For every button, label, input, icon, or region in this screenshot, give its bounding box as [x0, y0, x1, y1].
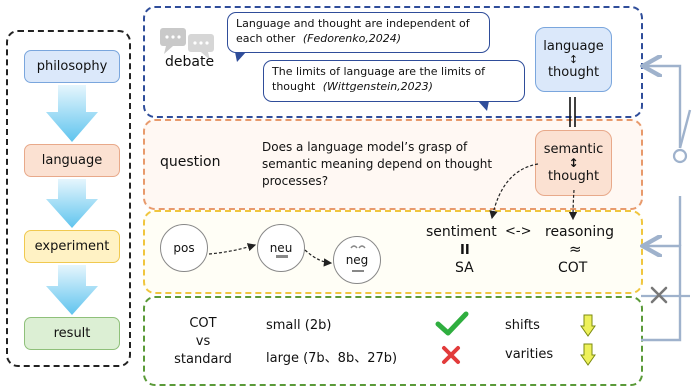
flow-arrow-2: [46, 179, 98, 228]
quote-1-citation: (Fedorenko,2024): [302, 32, 402, 45]
question-label: question: [160, 154, 221, 170]
neutral-mouth-icon: [276, 255, 288, 258]
language-thought-box: language ↕ thought: [535, 27, 612, 92]
link-arrow: <->: [505, 224, 532, 239]
stage-experiment: experiment: [24, 230, 120, 263]
compare-standard: standard: [174, 352, 232, 367]
pos-label: pos: [173, 241, 195, 255]
blocked-cross-icon: [650, 286, 668, 304]
compare-cot: COT: [189, 316, 217, 331]
pos-neu-arrow: [208, 243, 257, 255]
stage-result: result: [24, 317, 120, 350]
quote-bubble-1: Language and thought are independent of …: [227, 12, 490, 53]
neu-neg-arrow: [304, 249, 333, 267]
down-arrow-icon-1: [580, 314, 596, 337]
approx-sign: ≈: [569, 240, 582, 258]
flow-panel: [6, 30, 131, 367]
sentiment-label: sentiment: [426, 224, 497, 240]
quote-bubble-2: The limits of language are the limits of…: [263, 60, 525, 102]
quote-1-text: Language and thought are independent of …: [236, 17, 470, 45]
debate-label: debate: [165, 54, 215, 70]
result-to-debate-line: [645, 66, 682, 246]
compare-vs: vs: [195, 334, 211, 349]
question-text: Does a language model’s grasp of semanti…: [262, 140, 493, 188]
st-top: semantic: [543, 142, 604, 157]
quote-2-tail: [478, 101, 489, 111]
double-bar-link: [569, 97, 576, 127]
reasoning-label: reasoning: [545, 224, 615, 240]
semantic-to-sentiment: [489, 163, 539, 220]
sad-eyes-icon: [350, 245, 366, 249]
pos-circle: pos: [160, 224, 208, 272]
varities-label: varities: [505, 347, 554, 362]
quote-2-text: The limits of language are the limits of…: [272, 65, 486, 93]
cross-icon: [442, 346, 460, 364]
semantic-thought-box: semantic ↕ thought: [535, 130, 612, 196]
neu-label: neu: [269, 241, 293, 255]
flow-arrow-1: [46, 85, 98, 142]
result-to-experiment-line: [641, 246, 682, 342]
shifts-label: shifts: [505, 318, 540, 333]
neu-circle: neu: [257, 224, 305, 272]
neg-circle: neg: [333, 236, 381, 284]
down-arrow-icon-2: [580, 343, 596, 366]
lt-top: language: [543, 39, 604, 54]
sad-mouth-icon: [352, 270, 364, 272]
st-bottom: thought: [547, 169, 600, 184]
check-icon: [435, 311, 469, 336]
equal-sign: II: [460, 243, 470, 258]
updown-arrow-icon: ↕: [568, 53, 579, 66]
flow-arrow-3: [46, 265, 98, 315]
neg-label: neg: [345, 253, 369, 267]
cot-vs-standard: COT vs standard: [163, 315, 243, 369]
switch-node: [672, 148, 688, 164]
debate-icon: [160, 28, 214, 60]
updown-arrow-icon-2: ↕: [568, 156, 579, 170]
stage-philosophy: philosophy: [24, 50, 120, 83]
sa-label: SA: [455, 260, 474, 276]
lt-bottom: thought: [547, 65, 600, 80]
switch-lever: [678, 109, 692, 149]
quote-1-tail: [235, 52, 246, 62]
large-model-label: large (7b、8b、27b): [266, 351, 398, 366]
cot-label: COT: [558, 260, 588, 276]
small-model-label: small (2b): [266, 318, 332, 333]
quote-2-citation: (Wittgenstein,2023): [322, 80, 433, 93]
thought-to-reasoning: [568, 189, 578, 221]
stage-language: language: [24, 144, 120, 177]
